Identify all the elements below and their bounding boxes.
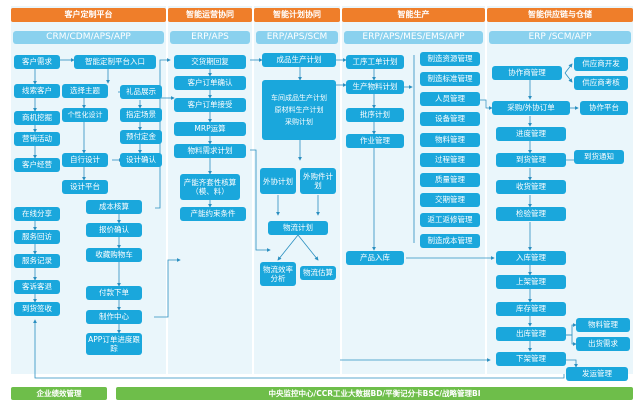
node-service-record: 服务记录 bbox=[14, 254, 60, 268]
node-mrp: MRP运算 bbox=[174, 122, 246, 136]
header-operations: 智能运营协同 bbox=[168, 8, 252, 22]
node-favorites-cart: 收藏购物车 bbox=[86, 248, 142, 262]
node-standard-mgmt: 制造标准管理 bbox=[420, 72, 480, 86]
node-equipment-mgmt: 设备管理 bbox=[420, 112, 480, 126]
node-process-order: 工序工单计划 bbox=[346, 55, 404, 69]
node-purchase-plan: 采购计划 bbox=[285, 118, 313, 126]
subheader-customer: CRM/CDM/APS/APP bbox=[13, 31, 164, 44]
node-logistics-efficiency: 物流效率分析 bbox=[260, 262, 296, 286]
node-marketing: 营销活动 bbox=[14, 132, 60, 146]
node-material-plan: 物料需求计划 bbox=[174, 144, 246, 158]
node-process-control: 过程管理 bbox=[420, 153, 480, 167]
node-product-plan: 成品生产计划 bbox=[262, 53, 336, 67]
subheader-production: ERP/APS/MES/EMS/APP bbox=[344, 31, 483, 44]
node-resource-mgmt: 制造资源管理 bbox=[420, 52, 480, 66]
subheader-operations: ERP/APS bbox=[170, 31, 250, 44]
node-opportunity: 商机挖掘 bbox=[14, 111, 60, 125]
node-lead-customer: 线索客户 bbox=[14, 84, 60, 98]
node-logistics-estimate: 物流估算 bbox=[300, 266, 336, 280]
node-shipment-demand: 出货需求 bbox=[576, 337, 630, 351]
node-order-confirm: 客户订单确认 bbox=[174, 76, 246, 90]
node-progress-mgmt: 进度管理 bbox=[496, 127, 566, 141]
header-customer: 客户定制平台 bbox=[11, 8, 166, 22]
node-outsource-parts-plan: 外购件计划 bbox=[300, 168, 336, 194]
node-complaint-return: 客诉客退 bbox=[14, 280, 60, 294]
node-order-accept: 客户订单接受 bbox=[174, 98, 246, 112]
subheader-planning: ERP/APS/SCM bbox=[256, 31, 338, 44]
node-rework-mgmt: 返工返修管理 bbox=[420, 213, 480, 227]
node-online-share: 在线分享 bbox=[14, 207, 60, 221]
node-design-platform: 设计平台 bbox=[62, 180, 108, 194]
node-production-center: 制作中心 bbox=[86, 310, 142, 324]
node-capacity-check: 产能齐套性核算（模、料） bbox=[180, 174, 240, 200]
node-plan-group: 车间成品生产计划 原材料生产计划 采购计划 bbox=[262, 80, 336, 140]
footer-monitoring: 中央监控中心/CCR工业大数据BD/平衡记分卡BSC/战略管理BI bbox=[116, 387, 633, 400]
header-supply: 智能供应链与仓储 bbox=[487, 8, 633, 22]
node-batch-plan: 批序计划 bbox=[346, 108, 404, 122]
node-raw-material-plan: 原材料生产计划 bbox=[274, 106, 324, 114]
node-capacity-constraint: 产能约束条件 bbox=[180, 207, 246, 221]
node-inbound-mgmt: 入库管理 bbox=[496, 251, 566, 265]
node-manufacturing-cost: 制造成本管理 bbox=[420, 234, 480, 248]
node-customer-ops: 客户经营 bbox=[14, 158, 60, 172]
node-service-visit: 服务回访 bbox=[14, 230, 60, 244]
node-personal-design: 个性化设计 bbox=[62, 108, 108, 122]
node-cost-accounting: 成本核算 bbox=[86, 200, 142, 214]
node-quote-confirm: 报价确认 bbox=[86, 223, 142, 237]
node-shelving-mgmt: 上架管理 bbox=[496, 275, 566, 289]
node-logistics-plan: 物流计划 bbox=[268, 221, 328, 235]
node-choose-theme: 选择主题 bbox=[62, 84, 108, 98]
header-production: 智能生产 bbox=[342, 8, 485, 22]
node-delivery-date-mgmt: 交期管理 bbox=[420, 193, 480, 207]
node-supplier-dev: 供应商开发 bbox=[574, 57, 628, 71]
node-partner-mgmt: 协作商管理 bbox=[492, 66, 562, 80]
node-shipping-mgmt: 发运管理 bbox=[566, 367, 628, 381]
node-arrival-notice: 到货通知 bbox=[574, 150, 624, 164]
node-gift-show: 礼品展示 bbox=[120, 85, 162, 99]
node-material-mgmt: 物料管理 bbox=[420, 133, 480, 147]
node-operation-mgmt: 作业管理 bbox=[346, 134, 404, 148]
node-purchase-order: 采购/外协订单 bbox=[492, 101, 570, 115]
node-arrival-mgmt: 到货管理 bbox=[496, 153, 566, 167]
node-inventory-mgmt: 库存管理 bbox=[496, 302, 566, 316]
node-offshelf-mgmt: 下架管理 bbox=[496, 352, 566, 366]
node-scene: 指定场景 bbox=[120, 108, 162, 122]
node-product-inbound: 产品入库 bbox=[346, 251, 404, 265]
footer-performance: 企业绩效管理 bbox=[11, 387, 107, 400]
node-supplier-eval: 供应商考核 bbox=[574, 76, 628, 90]
node-inspection-mgmt: 检验管理 bbox=[496, 207, 566, 221]
node-material-mgmt-2: 物料管理 bbox=[576, 318, 630, 332]
node-custom-portal: 智能定制平台入口 bbox=[74, 55, 156, 69]
node-deposit: 预付定金 bbox=[120, 130, 162, 144]
node-delivery-sign: 到货签收 bbox=[14, 302, 60, 316]
node-design-confirm: 设计确认 bbox=[120, 153, 162, 167]
node-delivery-reply: 交货期回复 bbox=[174, 55, 246, 69]
node-workshop-plan: 车间成品生产计划 bbox=[271, 94, 327, 102]
header-planning: 智能计划协同 bbox=[254, 8, 340, 22]
node-receiving-mgmt: 收货管理 bbox=[496, 180, 566, 194]
subheader-supply: ERP /SCM/APP bbox=[489, 31, 631, 44]
node-production-material: 生产物料计划 bbox=[346, 80, 404, 94]
node-outsource-plan: 外协计划 bbox=[260, 168, 296, 194]
node-partner-platform: 协作平台 bbox=[580, 101, 628, 115]
node-personnel-mgmt: 人员管理 bbox=[420, 92, 480, 106]
node-customer-demand: 客户需求 bbox=[14, 55, 60, 69]
node-pay-order: 付款下单 bbox=[86, 286, 142, 300]
node-self-design: 自行设计 bbox=[62, 153, 108, 167]
node-outbound-mgmt: 出库管理 bbox=[496, 327, 566, 341]
node-quality-mgmt: 质量管理 bbox=[420, 173, 480, 187]
node-app-tracking: APP订单进度跟踪 bbox=[86, 333, 142, 355]
